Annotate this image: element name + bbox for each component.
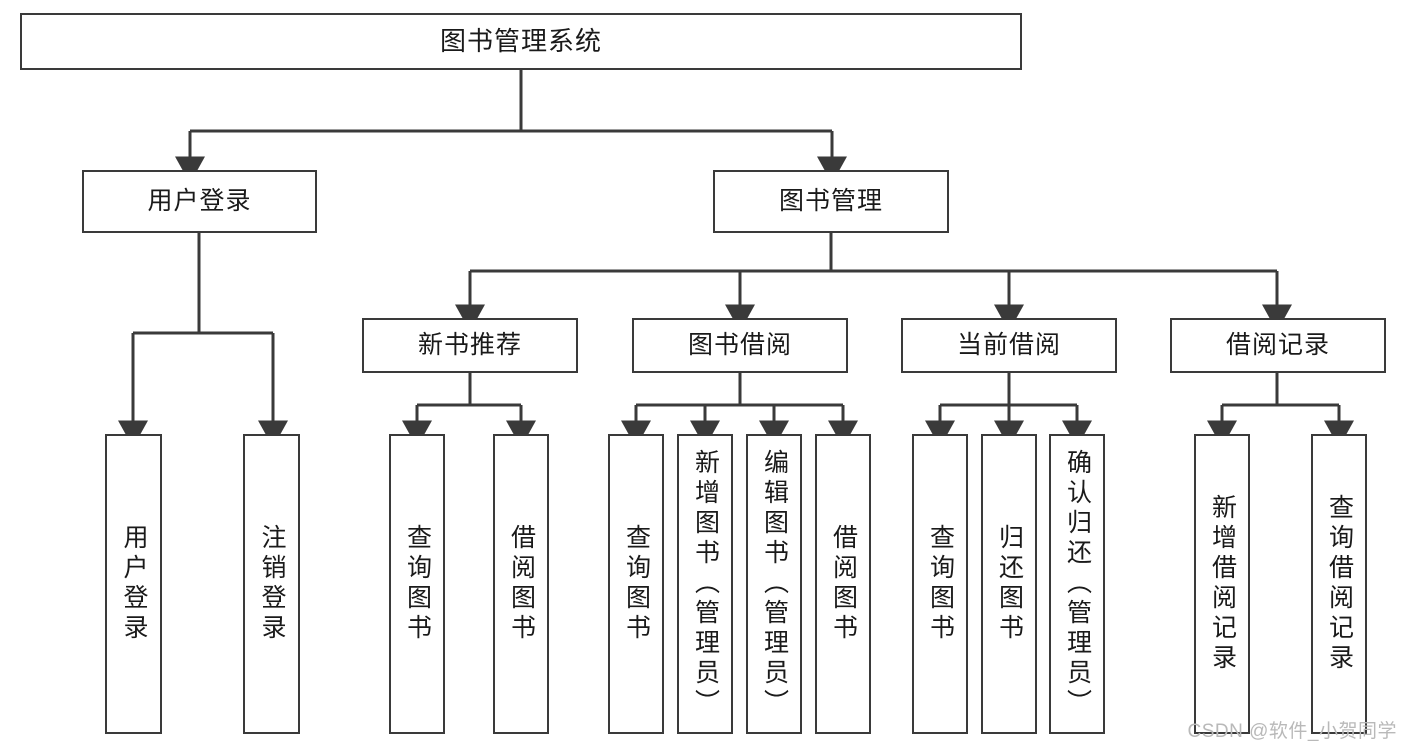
node-label: 借阅记录 <box>1225 330 1330 359</box>
leaf-label: 借阅图书 <box>829 524 858 644</box>
leaf-borrow-book-2[interactable]: 借阅图书 <box>815 434 871 734</box>
node-user-login[interactable]: 用户登录 <box>82 170 317 233</box>
watermark: CSDN @软件_小贺同学 <box>1187 721 1397 742</box>
leaf-add-book[interactable]: 新增图书（管理员） <box>677 434 733 734</box>
leaf-borrow-book-1[interactable]: 借阅图书 <box>493 434 549 734</box>
node-label: 图书管理 <box>778 186 883 215</box>
leaf-edit-book[interactable]: 编辑图书（管理员） <box>746 434 802 734</box>
leaf-logout[interactable]: 注销登录 <box>243 434 300 734</box>
leaf-query-book-2[interactable]: 查询图书 <box>608 434 664 734</box>
node-book-borrow[interactable]: 图书借阅 <box>632 318 848 373</box>
leaf-add-record[interactable]: 新增借阅记录 <box>1194 434 1250 734</box>
leaf-return-book[interactable]: 归还图书 <box>981 434 1037 734</box>
leaf-query-book-1[interactable]: 查询图书 <box>389 434 445 734</box>
leaf-label: 借阅图书 <box>507 524 536 644</box>
node-current-borrow[interactable]: 当前借阅 <box>901 318 1117 373</box>
leaf-label: 用户登录 <box>120 524 148 644</box>
leaf-label: 查询图书 <box>403 524 432 644</box>
leaf-label: 编辑图书（管理员） <box>760 449 789 719</box>
leaf-query-record[interactable]: 查询借阅记录 <box>1311 434 1367 734</box>
node-label: 图书管理系统 <box>439 26 602 57</box>
node-book-management[interactable]: 图书管理 <box>713 170 949 233</box>
node-new-book-recommend[interactable]: 新书推荐 <box>362 318 578 373</box>
leaf-label: 查询图书 <box>622 524 651 644</box>
leaf-label: 新增图书（管理员） <box>691 449 720 719</box>
node-borrow-record[interactable]: 借阅记录 <box>1170 318 1386 373</box>
leaf-query-book-3[interactable]: 查询图书 <box>912 434 968 734</box>
leaf-label: 注销登录 <box>258 524 286 644</box>
leaf-label: 归还图书 <box>995 524 1024 644</box>
node-system-title[interactable]: 图书管理系统 <box>20 13 1022 70</box>
node-label: 新书推荐 <box>417 330 522 359</box>
leaf-user-login[interactable]: 用户登录 <box>105 434 162 734</box>
node-label: 用户登录 <box>147 186 252 215</box>
leaf-confirm-return[interactable]: 确认归还（管理员） <box>1049 434 1105 734</box>
node-label: 图书借阅 <box>687 330 792 359</box>
leaf-label: 确认归还（管理员） <box>1063 449 1092 719</box>
leaf-label: 查询图书 <box>926 524 955 644</box>
node-label: 当前借阅 <box>956 330 1061 359</box>
leaf-label: 查询借阅记录 <box>1325 494 1354 674</box>
leaf-label: 新增借阅记录 <box>1208 494 1237 674</box>
